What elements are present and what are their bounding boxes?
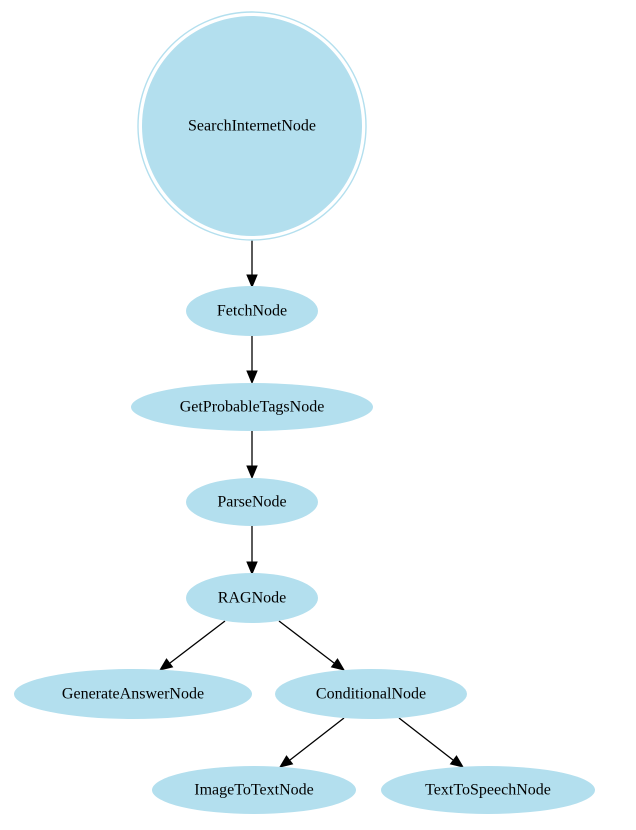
node-shape xyxy=(14,669,252,719)
arrowhead-icon xyxy=(246,274,258,289)
node-label: FetchNode xyxy=(217,303,287,320)
arrowhead-icon xyxy=(246,370,258,385)
edge-conditional-to-image-to-text xyxy=(278,717,345,768)
node-shape xyxy=(152,766,356,814)
node-shape xyxy=(186,286,318,336)
node-image-to-text[interactable]: ImageToTextNode xyxy=(152,766,356,814)
edge-fetch-to-get-probable-tags xyxy=(246,336,258,385)
node-label: ConditionalNode xyxy=(316,686,426,703)
arrowhead-icon xyxy=(158,658,174,671)
node-fetch[interactable]: FetchNode xyxy=(186,286,318,336)
arrowhead-icon xyxy=(330,658,346,671)
edge-search-internet-to-fetch xyxy=(246,240,258,289)
node-rag[interactable]: RAGNode xyxy=(186,573,318,623)
node-shape xyxy=(275,669,467,719)
arrowhead-icon xyxy=(449,755,465,768)
node-label: SearchInternetNode xyxy=(188,118,316,135)
arrowhead-icon xyxy=(246,561,258,576)
edge-line xyxy=(398,717,454,761)
node-shape xyxy=(131,383,373,431)
node-shape xyxy=(186,478,318,526)
node-label: ParseNode xyxy=(217,494,286,511)
node-label: ImageToTextNode xyxy=(194,782,314,799)
node-label: TextToSpeechNode xyxy=(425,782,551,799)
node-conditional[interactable]: ConditionalNode xyxy=(275,669,467,719)
edge-line xyxy=(169,620,226,664)
edge-get-probable-tags-to-parse xyxy=(246,431,258,480)
node-shape xyxy=(186,573,318,623)
edge-rag-to-generate-answer xyxy=(158,620,226,671)
node-label: GetProbableTagsNode xyxy=(180,399,325,416)
node-generate-answer[interactable]: GenerateAnswerNode xyxy=(14,669,252,719)
node-search-internet[interactable]: SearchInternetNode xyxy=(137,11,367,241)
edges-layer xyxy=(158,240,465,768)
node-outer-ring xyxy=(137,11,367,241)
arrowhead-icon xyxy=(246,465,258,480)
edge-rag-to-conditional xyxy=(278,620,346,671)
node-shape xyxy=(381,766,595,814)
nodes-layer: SearchInternetNode FetchNode GetProbable… xyxy=(14,11,595,814)
node-get-probable-tags[interactable]: GetProbableTagsNode xyxy=(131,383,373,431)
node-label: RAGNode xyxy=(218,590,286,607)
arrowhead-icon xyxy=(278,755,294,768)
edge-line xyxy=(278,620,335,664)
edge-parse-to-rag xyxy=(246,526,258,576)
node-parse[interactable]: ParseNode xyxy=(186,478,318,526)
edge-conditional-to-text-to-speech xyxy=(398,717,465,768)
node-text-to-speech[interactable]: TextToSpeechNode xyxy=(381,766,595,814)
node-label: GenerateAnswerNode xyxy=(62,686,204,703)
edge-line xyxy=(289,717,345,761)
node-shape xyxy=(142,16,362,236)
